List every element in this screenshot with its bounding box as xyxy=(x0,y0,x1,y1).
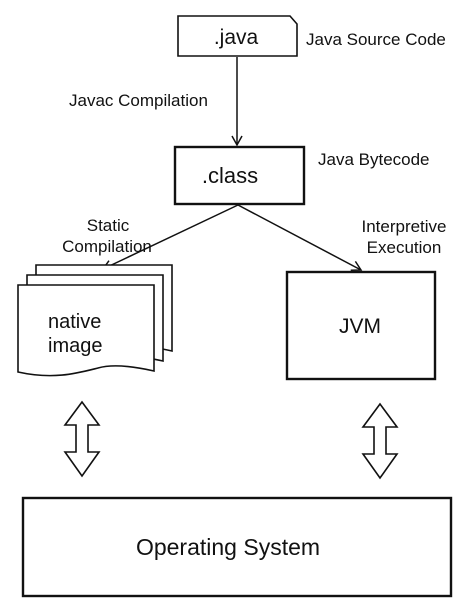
jvm-os-double-arrow xyxy=(361,402,399,480)
native-image-label-line2: image xyxy=(48,335,102,357)
native-image-label-line1: native xyxy=(48,311,101,333)
interpretive-label: Interpretive xyxy=(361,217,446,236)
jvm-node xyxy=(285,270,437,381)
operating-system-label: Operating System xyxy=(136,534,320,560)
javac-compilation-label: Javac Compilation xyxy=(69,91,208,110)
native-os-double-arrow xyxy=(63,400,101,478)
java-bytecode-caption: Java Bytecode xyxy=(318,150,430,169)
operating-system-node xyxy=(21,496,453,598)
execution-label: Execution xyxy=(367,238,442,257)
class-file-node xyxy=(173,145,306,206)
java-source-caption: Java Source Code xyxy=(306,30,446,49)
java-source-node: .java xyxy=(177,15,298,57)
native-image-node: native image xyxy=(17,264,173,377)
class-file-label: .class xyxy=(202,163,258,188)
interpretive-execution-arrow xyxy=(237,204,363,271)
jvm-label: JVM xyxy=(339,315,381,338)
compilation-label: Compilation xyxy=(62,237,152,256)
java-file-label: .java xyxy=(214,26,259,49)
static-label: Static xyxy=(87,216,130,235)
native-image-front-page xyxy=(17,284,155,377)
static-compilation-arrow xyxy=(101,204,239,271)
java-file-shape xyxy=(177,15,298,57)
